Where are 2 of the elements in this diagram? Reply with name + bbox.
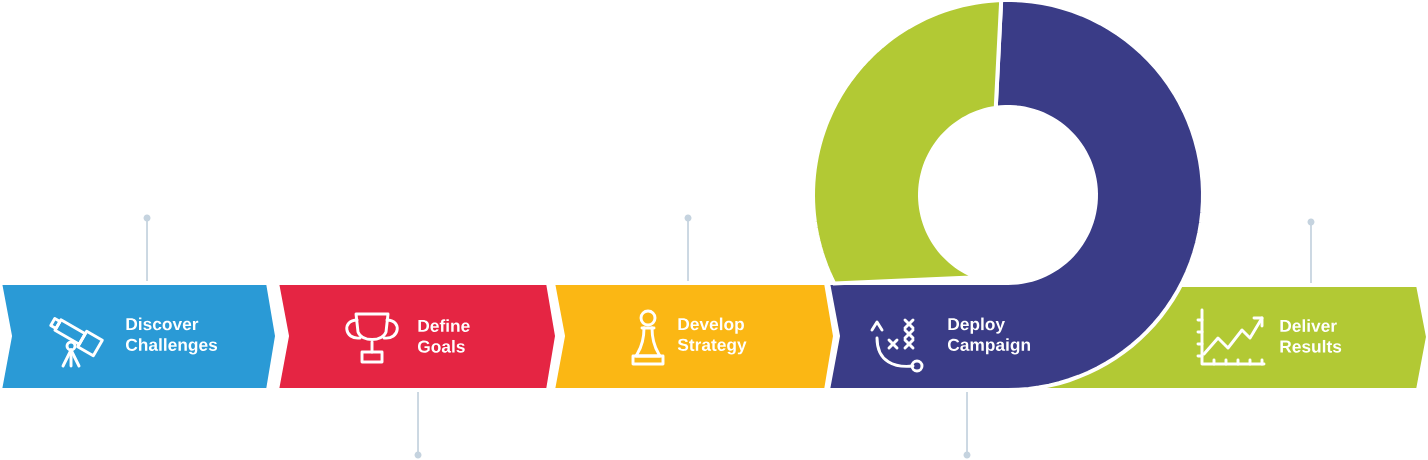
step-banner: Discover Challenges — [0, 281, 280, 392]
loop-banner-drawing: Deploy Campaign — [811, 0, 1205, 392]
